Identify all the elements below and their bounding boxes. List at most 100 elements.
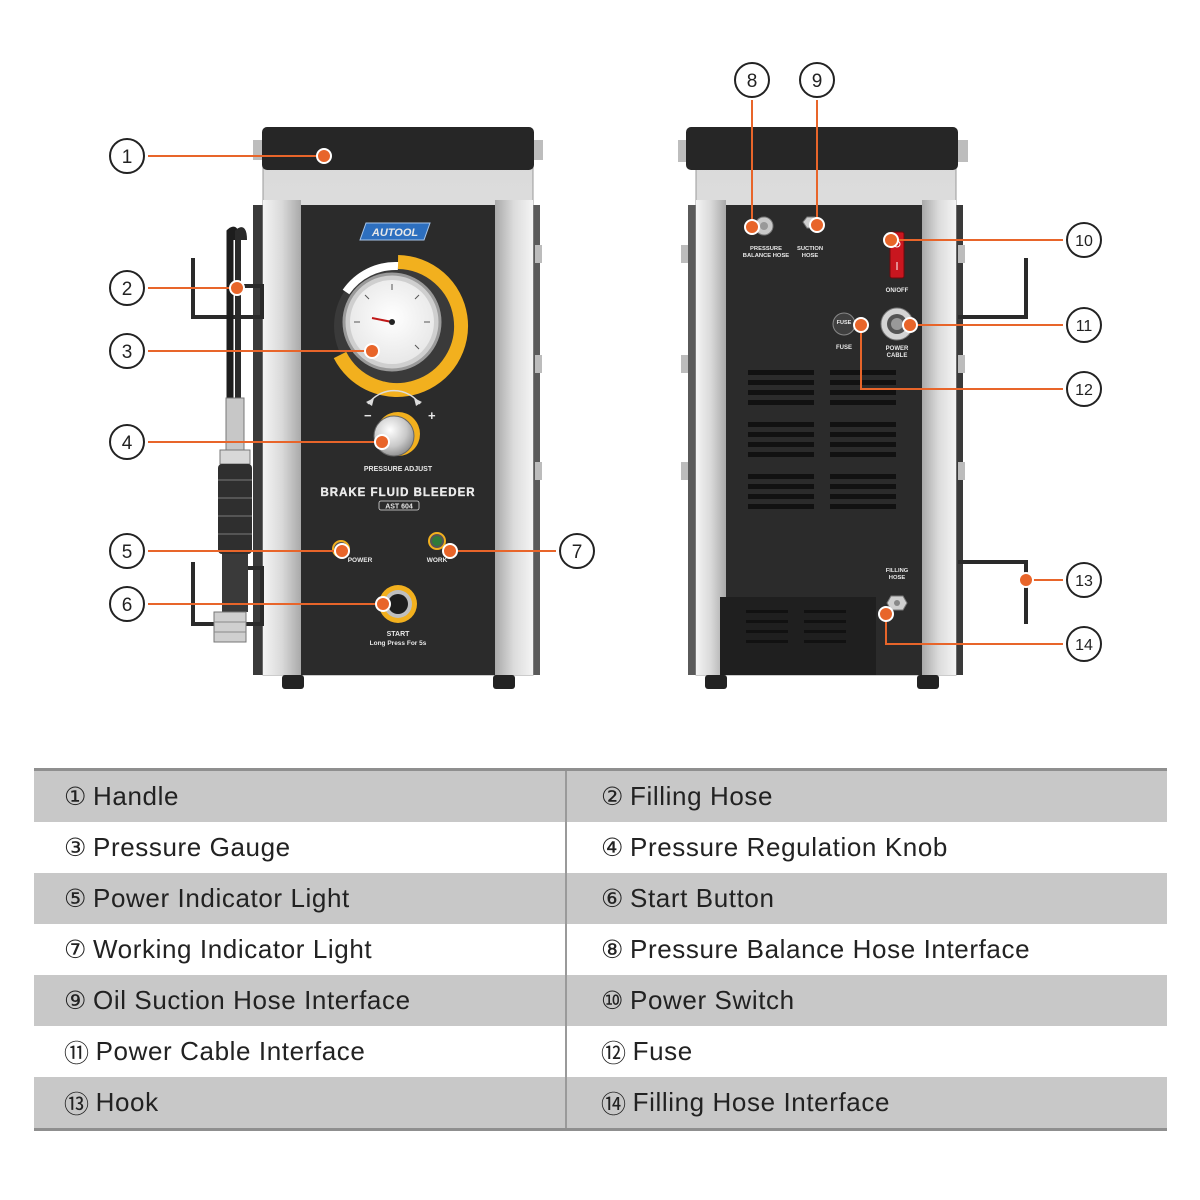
model-number: AST 604 xyxy=(385,504,413,511)
work-label: WORK xyxy=(427,557,448,564)
legend-number: ⑧ xyxy=(601,935,625,964)
working-indicator-light xyxy=(428,532,446,550)
legend-label: Filling Hose xyxy=(630,781,774,811)
pressure-balance-label-2: BALANCE HOSE xyxy=(743,253,790,259)
callout-numbers xyxy=(109,62,1102,662)
svg-text:9: 9 xyxy=(812,71,823,92)
legend-number: ⑦ xyxy=(64,935,88,964)
legend-number: ⑨ xyxy=(64,986,88,1015)
legend-label: Filling Hose Interface xyxy=(632,1087,891,1117)
front-view: AUTOOL − + PR xyxy=(191,127,543,689)
legend-label: Power Cable Interface xyxy=(95,1036,366,1066)
legend-label: Oil Suction Hose Interface xyxy=(93,985,411,1015)
product-diagram: AUTOOL − + PR xyxy=(109,62,1102,689)
svg-text:8: 8 xyxy=(747,71,758,92)
brand-badge: AUTOOL xyxy=(359,222,431,241)
svg-text:4: 4 xyxy=(122,433,133,454)
fuse-cap-text: FUSE xyxy=(837,320,852,326)
fuse-label: FUSE xyxy=(836,345,852,351)
legend-label: Fuse xyxy=(632,1036,693,1066)
svg-text:11: 11 xyxy=(1076,318,1093,335)
suction-label-1: SUCTION xyxy=(797,246,823,252)
pressure-gauge xyxy=(333,255,469,397)
legend-number: ⑭ xyxy=(601,1089,627,1119)
svg-text:13: 13 xyxy=(1075,573,1093,590)
legend-label: Working Indicator Light xyxy=(93,934,373,964)
pressure-balance-label-1: PRESSURE xyxy=(750,246,782,252)
filling-hose-label-1: FILLING xyxy=(886,568,909,574)
legend-number: ② xyxy=(601,782,625,811)
power-cable-interface[interactable] xyxy=(880,307,914,341)
back-handle xyxy=(686,127,958,170)
svg-text:14: 14 xyxy=(1075,637,1093,654)
pressure-adjust-label: PRESSURE ADJUST xyxy=(364,466,433,473)
legend-number: ⑥ xyxy=(601,884,625,913)
legend-label: Pressure Gauge xyxy=(93,832,291,862)
legend-label: Hook xyxy=(95,1087,159,1117)
product-name: BRAKE FLUID BLEEDER xyxy=(320,487,475,499)
power-cable-label-1: POWER xyxy=(886,346,909,352)
handle[interactable] xyxy=(253,127,543,170)
legend-label: Power Switch xyxy=(630,985,795,1015)
svg-text:7: 7 xyxy=(572,542,583,563)
power-cable-label-2: CABLE xyxy=(887,353,908,359)
legend-number: ⑩ xyxy=(601,986,625,1015)
minus-mark: − xyxy=(364,408,372,423)
back-panel xyxy=(726,205,922,675)
filling-hose-label-2: HOSE xyxy=(889,575,906,581)
on-off-label: ON/OFF xyxy=(886,288,909,294)
legend-number: ③ xyxy=(64,833,88,862)
svg-text:1: 1 xyxy=(122,147,133,168)
back-hook xyxy=(958,258,1028,624)
svg-text:3: 3 xyxy=(122,342,133,363)
suction-label-2: HOSE xyxy=(802,253,819,259)
svg-text:6: 6 xyxy=(122,595,133,616)
legend-number: ④ xyxy=(601,833,625,862)
filling-hose xyxy=(213,226,252,643)
start-label: START xyxy=(387,631,411,638)
legend-label: Power Indicator Light xyxy=(93,883,350,913)
legend-label: Pressure Regulation Knob xyxy=(630,832,948,862)
svg-text:10: 10 xyxy=(1075,233,1093,250)
start-hint: Long Press For 5s xyxy=(370,640,427,647)
legend-number: ⑪ xyxy=(64,1038,90,1068)
legend-number: ⑬ xyxy=(64,1089,90,1119)
legend-label: Handle xyxy=(93,781,180,811)
power-label: POWER xyxy=(348,557,373,564)
svg-text:5: 5 xyxy=(122,542,133,563)
callout-lines xyxy=(148,100,1063,645)
back-view: PRESSURE BALANCE HOSE SUCTION HOSE ON/OF… xyxy=(678,127,1028,689)
legend-number: ⑫ xyxy=(601,1038,627,1068)
legend-label: Start Button xyxy=(630,883,775,913)
svg-text:2: 2 xyxy=(122,279,133,300)
legend-number: ① xyxy=(64,782,88,811)
start-button[interactable] xyxy=(379,585,417,623)
pressure-balance-hose-interface[interactable] xyxy=(754,216,774,236)
fuse[interactable]: FUSE xyxy=(832,312,856,336)
legend-label: Pressure Balance Hose Interface xyxy=(630,934,1031,964)
svg-text:12: 12 xyxy=(1075,382,1093,399)
plus-mark: + xyxy=(428,408,436,423)
